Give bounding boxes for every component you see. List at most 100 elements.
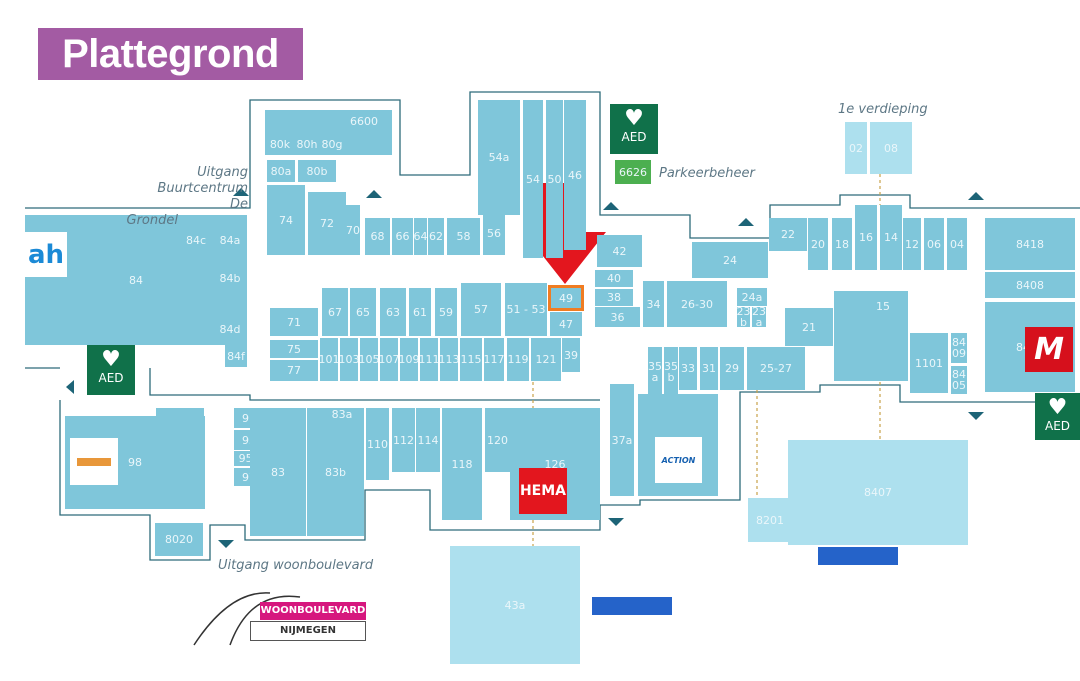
- unit[interactable]: 84f: [225, 345, 247, 367]
- unit[interactable]: 120: [485, 408, 510, 472]
- unit[interactable]: 56: [483, 212, 505, 255]
- unit[interactable]: 80h: [294, 134, 320, 154]
- unit[interactable]: 57: [461, 283, 501, 336]
- unit[interactable]: 59: [435, 288, 457, 336]
- unit[interactable]: 118: [442, 408, 482, 520]
- unit[interactable]: 04: [947, 218, 967, 270]
- aed-marker[interactable]: ♥AED: [87, 345, 135, 395]
- unit[interactable]: 39: [562, 338, 580, 372]
- unit[interactable]: 21: [785, 308, 833, 346]
- unit[interactable]: 109: [400, 338, 418, 381]
- unit[interactable]: 84d: [213, 316, 247, 342]
- unit[interactable]: 31: [700, 347, 718, 390]
- unit[interactable]: 54a: [478, 100, 520, 215]
- unit[interactable]: 75: [270, 340, 318, 358]
- unit[interactable]: 8201: [748, 498, 792, 542]
- unit[interactable]: 8407: [788, 440, 968, 545]
- unit[interactable]: 08: [870, 122, 912, 174]
- unit[interactable]: 1101: [910, 333, 948, 393]
- unit[interactable]: 80k: [267, 134, 293, 154]
- unit[interactable]: 12: [903, 218, 921, 270]
- unit[interactable]: 24a: [737, 288, 767, 306]
- unit[interactable]: 29: [720, 347, 744, 390]
- hema-logo: HEMA: [519, 468, 567, 514]
- unit[interactable]: 119: [507, 338, 529, 381]
- unit[interactable]: 84b: [213, 266, 247, 291]
- unit[interactable]: 46: [564, 100, 586, 250]
- unit[interactable]: 80b: [298, 160, 336, 182]
- unit[interactable]: 35 a: [648, 347, 662, 397]
- unit[interactable]: 34: [643, 281, 664, 327]
- unit[interactable]: 84a: [213, 215, 247, 265]
- unit[interactable]: 15: [834, 291, 908, 381]
- unit[interactable]: 8418: [985, 218, 1075, 270]
- unit[interactable]: 02: [845, 122, 867, 174]
- unit-highlighted[interactable]: 49: [548, 285, 584, 311]
- unit[interactable]: 84c: [181, 215, 211, 265]
- unit[interactable]: 14: [880, 205, 902, 270]
- unit[interactable]: 63: [380, 288, 406, 336]
- unit[interactable]: 26-30: [667, 281, 727, 327]
- unit[interactable]: 62: [428, 218, 444, 255]
- unit[interactable]: 74: [267, 185, 305, 255]
- unit[interactable]: 40: [595, 270, 633, 287]
- unit[interactable]: 103: [340, 338, 358, 381]
- unit[interactable]: 84 05: [951, 366, 967, 394]
- unit[interactable]: 112: [392, 408, 415, 472]
- unit[interactable]: 80g: [321, 134, 343, 154]
- info-label-box: [592, 597, 672, 615]
- unit[interactable]: 67: [322, 288, 348, 336]
- unit[interactable]: 66: [392, 218, 413, 255]
- aed-marker[interactable]: ♥AED: [1035, 393, 1080, 440]
- exit-note-buurtcentrum: Uitgang Buurtcentrum De Grondel: [108, 165, 248, 229]
- unit[interactable]: 38: [595, 289, 633, 306]
- unit[interactable]: 71: [270, 308, 318, 336]
- unit[interactable]: 51 - 53: [505, 283, 547, 336]
- unit[interactable]: 101: [320, 338, 338, 381]
- unit[interactable]: 77: [270, 360, 318, 381]
- unit[interactable]: 22: [769, 218, 807, 251]
- unit[interactable]: 80a: [267, 160, 295, 182]
- unit[interactable]: 61: [409, 288, 431, 336]
- unit[interactable]: 20: [808, 218, 828, 270]
- unit[interactable]: 83b: [307, 408, 364, 536]
- unit[interactable]: 72: [308, 192, 346, 255]
- unit[interactable]: 115: [460, 338, 482, 381]
- unit[interactable]: 111: [420, 338, 438, 381]
- unit[interactable]: 18: [832, 218, 852, 270]
- unit[interactable]: 70: [346, 205, 360, 255]
- unit[interactable]: 35 b: [664, 347, 678, 397]
- unit[interactable]: 47: [550, 312, 582, 336]
- unit-parking[interactable]: 6626: [615, 160, 651, 184]
- unit[interactable]: 16: [855, 205, 877, 270]
- unit[interactable]: 33: [679, 347, 697, 390]
- unit[interactable]: 105: [360, 338, 378, 381]
- unit[interactable]: 117: [484, 338, 504, 381]
- unit[interactable]: 25-27: [747, 347, 805, 390]
- unit[interactable]: 68: [365, 218, 390, 255]
- unit[interactable]: 06: [924, 218, 944, 270]
- unit[interactable]: 58: [447, 218, 480, 255]
- unit[interactable]: 42: [597, 235, 642, 267]
- unit[interactable]: 24: [692, 242, 768, 278]
- unit[interactable]: 23 a: [752, 307, 766, 327]
- unit[interactable]: 83a: [327, 408, 357, 421]
- unit[interactable]: 8020: [155, 523, 203, 556]
- unit[interactable]: 121: [531, 338, 561, 381]
- unit[interactable]: 114: [416, 408, 440, 472]
- unit[interactable]: 83: [250, 408, 306, 536]
- unit[interactable]: 23 b: [737, 307, 750, 327]
- unit[interactable]: 8408: [985, 272, 1075, 298]
- unit[interactable]: 43a: [450, 546, 580, 664]
- unit[interactable]: 54: [523, 100, 543, 258]
- unit[interactable]: 84 09: [951, 333, 967, 363]
- unit[interactable]: 113: [440, 338, 458, 381]
- unit[interactable]: 36: [595, 307, 640, 327]
- unit[interactable]: 64: [414, 218, 427, 255]
- unit[interactable]: 110: [366, 408, 389, 480]
- unit[interactable]: 37a: [610, 384, 634, 496]
- unit[interactable]: 65: [350, 288, 376, 336]
- unit[interactable]: 50: [546, 100, 563, 258]
- unit[interactable]: 107: [380, 338, 398, 381]
- aed-marker[interactable]: ♥AED: [610, 104, 658, 154]
